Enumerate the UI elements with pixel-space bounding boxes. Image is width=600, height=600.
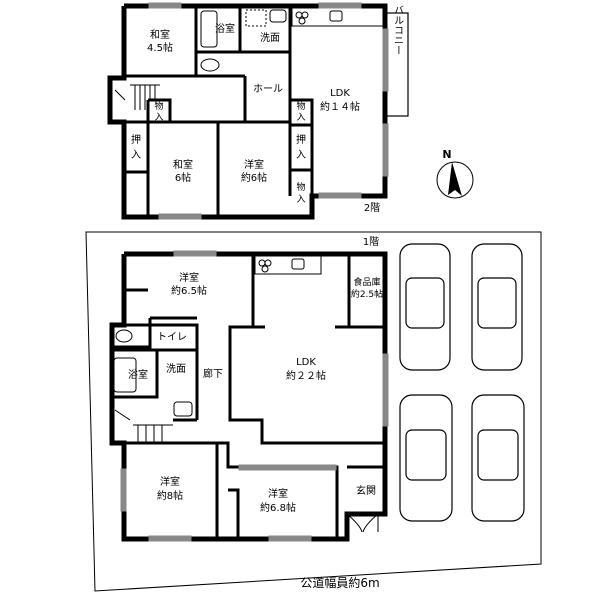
car-icon: [471, 243, 523, 371]
room-washitsu45: 和室: [150, 28, 170, 41]
floor2-label: 2階: [364, 202, 380, 214]
car-icon: [399, 243, 451, 371]
storage-b: 物: [296, 100, 305, 112]
washer-pan-2f: [245, 9, 267, 27]
storage-c-2: 入: [296, 194, 305, 205]
car-icon: [399, 394, 453, 522]
room-bath-2f: 浴室: [215, 22, 235, 35]
room-washroom-2f: 洗面: [260, 32, 280, 44]
room-youshitsu65: 洋室: [179, 271, 199, 284]
floor1-outer-wall: [109, 251, 388, 542]
room-entrance: 玄関: [356, 484, 376, 497]
room-corridor: 廊下: [203, 367, 223, 380]
road-label: 公道幅員約6m: [300, 575, 379, 590]
room-washitsu6: 和室: [173, 158, 193, 171]
closet-b: 押: [296, 133, 306, 146]
bathtub-2f: [200, 10, 218, 48]
room-youshitsu68-size: 約6.8帖: [260, 501, 296, 514]
room-youshitsu6-size: 約6帖: [241, 171, 267, 184]
room-washitsu6-size: 6帖: [175, 171, 191, 184]
room-ldk-2f: LDK: [330, 88, 350, 99]
room-hall: ホール: [253, 83, 283, 95]
stairs-1f: [114, 409, 173, 443]
storage-a-2: 入: [154, 112, 163, 123]
room-washroom-1f: 洗面: [166, 363, 186, 375]
toilet-1f: [115, 329, 133, 343]
room-youshitsu68: 洋室: [268, 487, 288, 500]
compass-label: N: [442, 148, 451, 161]
room-youshitsu8: 洋室: [160, 475, 180, 488]
storage-a: 物: [154, 100, 163, 112]
floor1-label: 1階: [363, 236, 379, 248]
room-washitsu45-size: 4.5帖: [147, 41, 173, 54]
room-youshitsu8-size: 約8帖: [157, 489, 183, 502]
balcony-label: バルコニー: [392, 5, 404, 55]
room-pantry: 食品庫: [353, 276, 380, 288]
room-pantry-size: 約2.5帖: [351, 288, 383, 300]
parking-area: [399, 243, 525, 522]
closet-a: 押: [131, 133, 141, 146]
floor-1: 1階: [109, 236, 389, 542]
closet-b-2: 入: [296, 150, 306, 161]
sink-2f: [269, 9, 287, 23]
closet-a-2: 入: [131, 150, 141, 161]
car-icon: [471, 394, 525, 522]
entrance-door[interactable]: [346, 513, 379, 533]
bathtub-1f: [113, 357, 137, 393]
kitchen-counter-1f: [254, 255, 322, 275]
room-youshitsu6: 洋室: [244, 158, 264, 171]
storage-b-2: 入: [296, 112, 305, 123]
room-bath-1f: 浴室: [128, 368, 148, 381]
room-ldk-1f-size: 約２２帖: [286, 369, 326, 382]
storage-c: 物: [296, 181, 305, 193]
north-arrow-icon: N: [436, 148, 474, 199]
room-ldk-2f-size: 約１４帖: [320, 100, 360, 113]
floor-2: バルコニー: [107, 2, 409, 220]
toilet-2f: [200, 58, 220, 72]
room-ldk-1f: LDK: [296, 357, 316, 368]
room-youshitsu65-size: 約6.5帖: [171, 284, 207, 297]
lot-boundary: [85, 231, 542, 592]
room-toilet: トイレ: [157, 332, 187, 343]
stairs-2f: [114, 84, 160, 110]
sink-1f: [173, 401, 193, 417]
